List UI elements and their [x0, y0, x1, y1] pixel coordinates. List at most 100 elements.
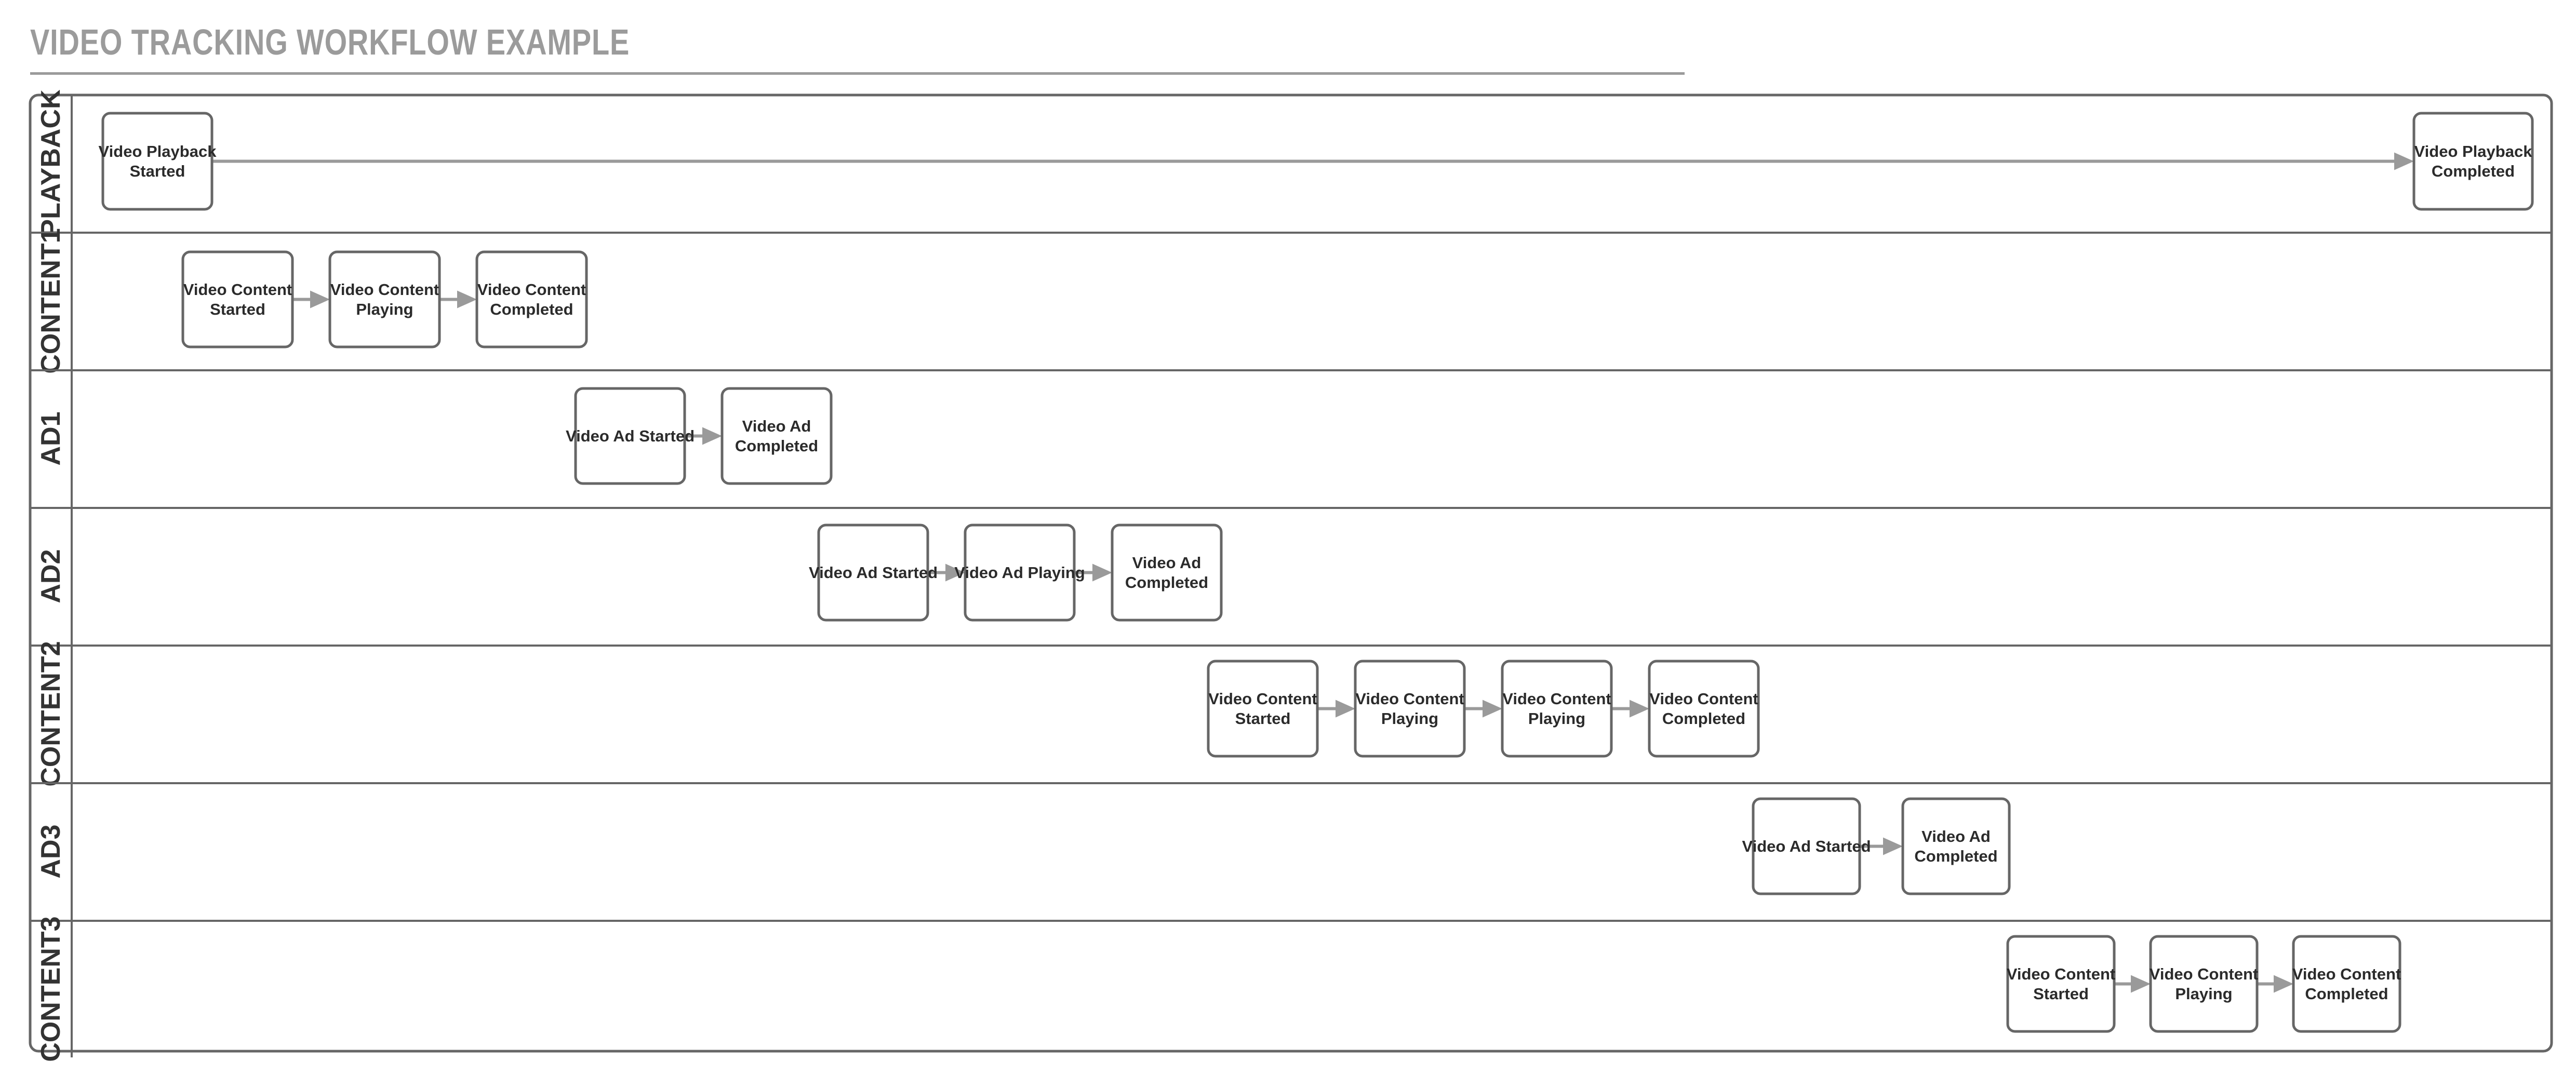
flow-connector [1860, 837, 1903, 855]
flow-node-label: Started [1235, 709, 1291, 728]
lane-label-ad2: AD2 [36, 549, 66, 603]
edge-layer [212, 152, 2414, 993]
flow-node-label: Video Content [2292, 965, 2401, 983]
flow-node-label: Video Ad Playing [954, 563, 1085, 582]
flow-node-box[interactable] [328, 250, 441, 348]
swimlane-playback: PLAYBACK [36, 89, 73, 237]
flow-node-box[interactable] [1752, 797, 1861, 895]
swimlane-ad1: AD1 [30, 369, 2552, 507]
arrowhead-icon [2274, 975, 2293, 993]
flow-node-label: Started [210, 300, 265, 318]
lane-label-content3: CONTENT3 [36, 916, 66, 1062]
flow-node-box[interactable] [181, 250, 294, 348]
arrowhead-icon [2131, 975, 2151, 993]
flow-node-box[interactable] [1354, 660, 1466, 758]
flow-node-box[interactable] [720, 387, 833, 485]
swimlane-frame [29, 93, 2553, 1053]
lane-label-playback: PLAYBACK [36, 89, 66, 237]
arrowhead-icon [945, 563, 965, 582]
flow-node-label: Video Content [183, 280, 292, 299]
flow-node-box[interactable] [2292, 935, 2401, 1033]
flow-connector [2114, 975, 2151, 993]
flow-node-label: Video Ad [1921, 827, 1991, 846]
flow-node-box[interactable] [964, 524, 1076, 622]
flow-connector [1611, 700, 1649, 718]
arrowhead-icon [1483, 700, 1502, 718]
flow-node-box[interactable] [1501, 660, 1613, 758]
flow-node[interactable]: Video Ad Playing [954, 524, 1085, 622]
flow-node-box[interactable] [574, 387, 686, 485]
flow-node-box[interactable] [1207, 660, 1319, 758]
flow-node-label: Completed [1914, 847, 1997, 865]
flow-node-label: Video Ad [742, 417, 811, 435]
flow-node-label: Video Content [477, 280, 586, 299]
flow-connector [685, 427, 722, 445]
arrowhead-icon [457, 290, 477, 308]
lane-label-ad1: AD1 [36, 411, 66, 465]
flow-node-box[interactable] [2412, 112, 2534, 211]
swimlane-content2: CONTENT2 [30, 641, 2552, 787]
flow-node-label: Playing [1381, 709, 1438, 728]
flow-node-label: Video Ad Started [1742, 837, 1871, 855]
flow-node-label: Playing [356, 300, 413, 318]
flow-node-label: Started [130, 162, 185, 180]
flow-node-box[interactable] [1648, 660, 1760, 758]
flow-node-label: Completed [1662, 709, 1745, 728]
flow-node-label: Video Playback [2414, 142, 2533, 160]
lane-layer: PLAYBACKCONTENT1AD1AD2CONTENT2AD3CONTENT… [29, 89, 2553, 1062]
arrowhead-icon [1883, 837, 1903, 855]
flow-node-box[interactable] [475, 250, 588, 348]
flow-node-label: Video Content [330, 280, 439, 299]
flow-node-label: Video Content [2007, 965, 2116, 983]
flow-node-box[interactable] [817, 524, 929, 622]
arrowhead-icon [1336, 700, 1355, 718]
flow-node-box[interactable] [2149, 935, 2259, 1033]
flow-node-box[interactable] [1111, 524, 1223, 622]
flow-node-box[interactable] [2006, 935, 2116, 1033]
flow-node-label: Video Content [1649, 690, 1758, 708]
flow-node-label: Video Playback [99, 142, 217, 160]
flow-connector [928, 563, 965, 582]
flow-node-label: Completed [735, 437, 818, 455]
flow-node-label: Video Content [1208, 690, 1317, 708]
flow-node[interactable]: Video Ad Completed [720, 387, 833, 485]
flow-node-label: Completed [1125, 573, 1208, 592]
flow-node[interactable]: Video Ad Started [809, 524, 938, 622]
lane-label-ad3: AD3 [36, 824, 66, 878]
flow-node-label: Video Content [2150, 965, 2259, 983]
arrowhead-icon [1092, 563, 1112, 582]
flow-node[interactable]: Video Ad Started [566, 387, 695, 485]
swimlane-ad3: AD3 [30, 782, 2552, 920]
flow-node[interactable]: Video Ad Started [1742, 797, 1871, 895]
flow-node-label: Video Ad Started [809, 563, 938, 582]
flow-connector [292, 290, 330, 308]
swimlane-content3: CONTENT3 [30, 916, 2552, 1062]
arrowhead-icon [2394, 152, 2414, 170]
arrowhead-icon [702, 427, 722, 445]
flow-connector [1317, 700, 1355, 718]
flow-connector [1464, 700, 1502, 718]
flow-connector [439, 290, 477, 308]
flow-node-box[interactable] [1901, 797, 2011, 895]
flow-node-label: Playing [2175, 985, 2232, 1003]
page-title: VIDEO TRACKING WORKFLOW EXAMPLE [30, 22, 630, 62]
flow-node-box[interactable] [101, 112, 213, 211]
flow-node-label: Completed [2432, 162, 2515, 180]
